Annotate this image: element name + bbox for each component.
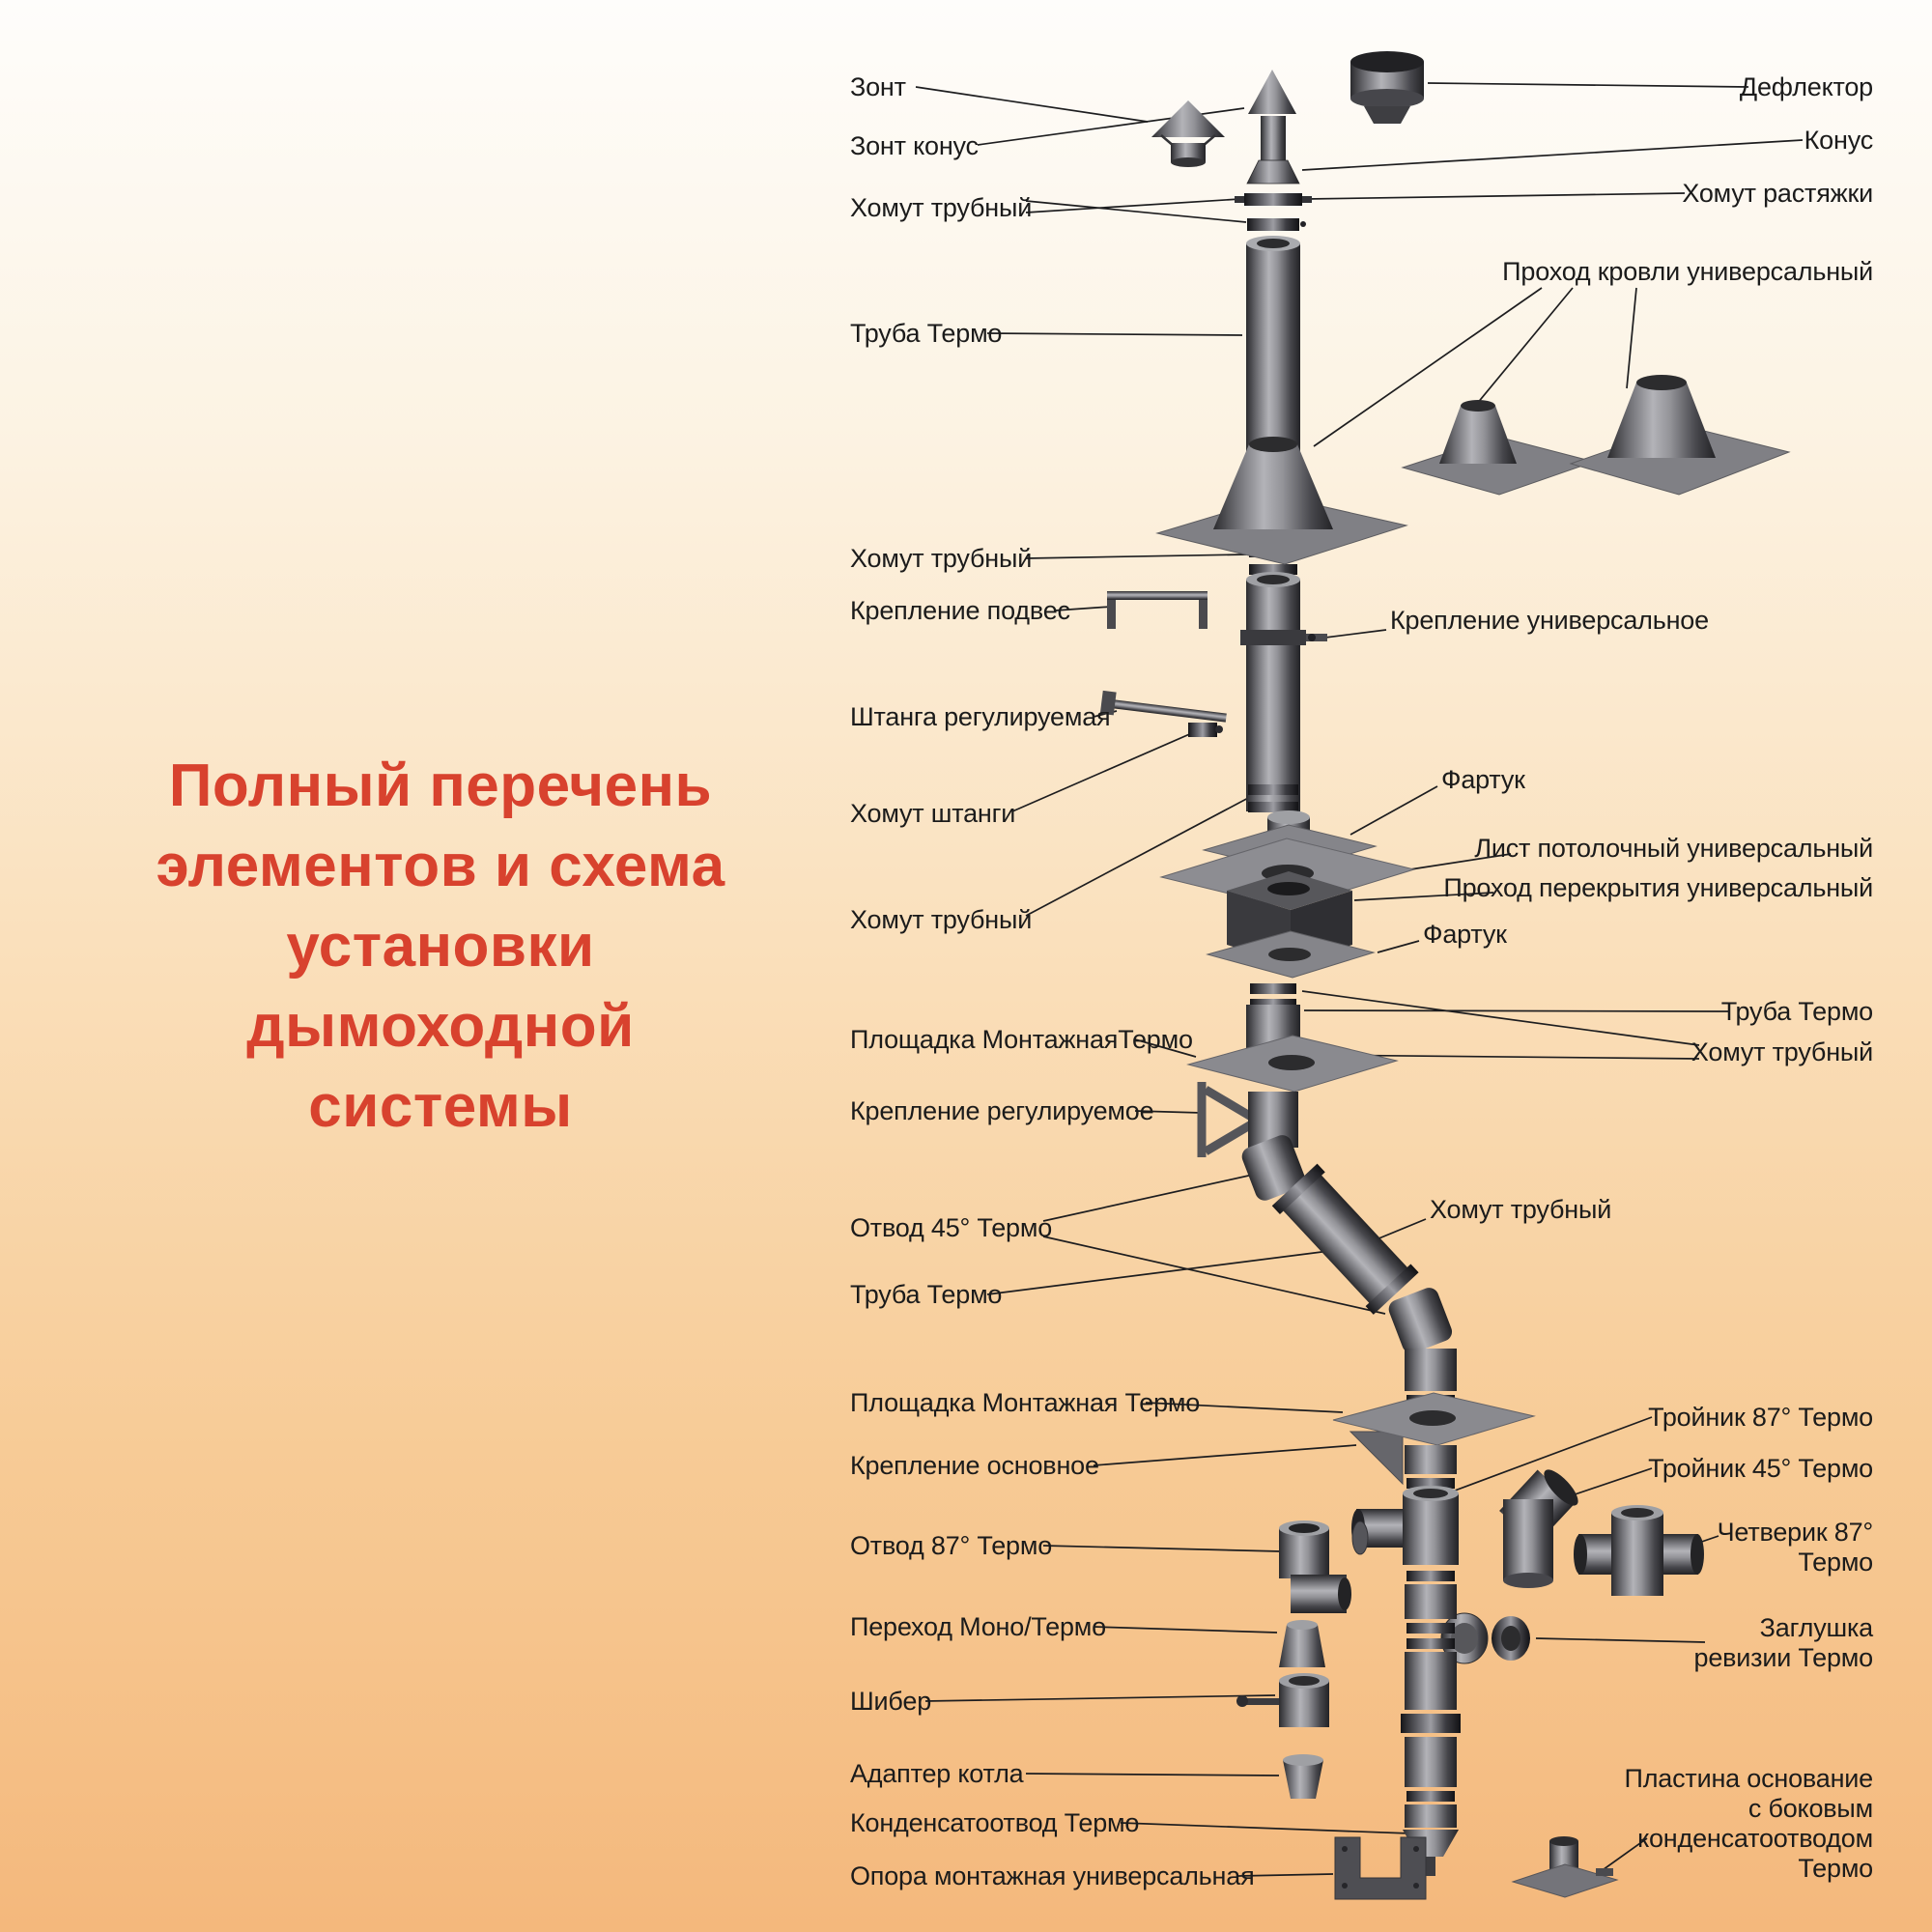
- elbow87-figure: [1279, 1520, 1351, 1613]
- umbrella-cone-figure: [1248, 70, 1296, 166]
- guy-clamp-figure: [1235, 193, 1312, 206]
- label-zaglushka-revizii: Заглушка ревизии Термо: [1693, 1613, 1874, 1672]
- label-khomut-trubny-4: Хомут трубный: [1690, 1037, 1873, 1066]
- mounting-platform-figure-2: [1332, 1392, 1536, 1446]
- label-kreplenie-universalnoe: Крепление универсальное: [1390, 606, 1709, 635]
- pipe-clamp-figure-4: [1250, 983, 1296, 1009]
- thermo-pipe-diagonal-figure: [1271, 1163, 1419, 1315]
- rod-clamp-figure: [1188, 723, 1223, 737]
- label-khomut-trubny-5: Хомут трубный: [1430, 1195, 1612, 1224]
- label-opora-montazhnaya: Опора монтажная универсальная: [850, 1861, 1255, 1890]
- title-line: Полный перечень: [168, 753, 713, 819]
- label-khomut-shtangi: Хомут штанги: [850, 799, 1016, 828]
- elbow45-top-figure: [1241, 1135, 1306, 1201]
- cone-figure: [1246, 159, 1300, 185]
- base-mount-figure: [1349, 1431, 1404, 1486]
- title-line: системы: [308, 1073, 573, 1140]
- label-otvod-45: Отвод 45° Термо: [850, 1213, 1053, 1242]
- label-truba-termo-1: Труба Термо: [850, 319, 1003, 348]
- label-list-potolochny: Лист потолочный универсальный: [1474, 834, 1873, 863]
- label-truba-termo-3: Труба Термо: [1720, 997, 1873, 1026]
- roof-passage-figure-3: [1569, 375, 1791, 496]
- label-ploshchadka-montazhnaya-1: Площадка МонтажнаяТермо: [850, 1025, 1193, 1054]
- label-plastina-osnovanie: Пластина основание с боковым конденсатоо…: [1624, 1764, 1874, 1883]
- pipe-clamp-figure-1: [1247, 218, 1306, 231]
- boiler-adapter-figure: [1283, 1754, 1323, 1799]
- tee45-figure: [1499, 1469, 1578, 1588]
- roof-passage-figure-2: [1401, 400, 1596, 496]
- connector-ring-figure: [1351, 1520, 1369, 1555]
- damper-figure: [1236, 1673, 1329, 1727]
- label-khomut-trubny-1: Хомут трубный: [850, 193, 1033, 222]
- base-plate-figure: [1511, 1836, 1619, 1898]
- label-khomut-rastyazhki: Хомут растяжки: [1682, 179, 1873, 208]
- label-konus: Конус: [1804, 126, 1874, 155]
- thermo-pipe-figure-5: [1405, 1445, 1457, 1489]
- label-deflektor: Дефлектор: [1739, 72, 1873, 101]
- label-truba-termo-2: Труба Термо: [850, 1280, 1003, 1309]
- adjustable-rod-figure: [1099, 690, 1227, 723]
- apron-figure-2: [1206, 930, 1376, 979]
- cross87-figure: [1574, 1505, 1704, 1596]
- label-khomut-trubny-3: Хомут трубный: [850, 905, 1033, 934]
- universal-mount-figure: [1240, 630, 1327, 645]
- title-line: установки: [286, 913, 595, 980]
- thermo-pipe-figure-2: [1246, 572, 1300, 811]
- label-adapter-kotla: Адаптер котла: [850, 1759, 1024, 1788]
- title-line: элементов и схема: [156, 833, 725, 899]
- label-fartuk-1: Фартук: [1441, 765, 1525, 794]
- label-khomut-trubny-2: Хомут трубный: [850, 544, 1033, 573]
- mounting-platform-figure-1: [1186, 1035, 1399, 1093]
- label-fartuk-2: Фартук: [1423, 920, 1507, 949]
- pipe-clamp-figure-3: [1248, 784, 1298, 812]
- label-kondensatootvod: Конденсатоотвод Термо: [850, 1808, 1140, 1837]
- label-zont: Зонт: [850, 72, 906, 101]
- label-zont-konus: Зонт конус: [850, 131, 979, 160]
- mono-thermo-adapter-figure: [1279, 1620, 1325, 1667]
- hanger-mount-figure: [1107, 591, 1208, 629]
- label-troinik-45: Тройник 45° Термо: [1648, 1454, 1873, 1483]
- title-line: дымоходной: [246, 993, 635, 1060]
- label-chetverik-87: Четверик 87° Термо: [1717, 1518, 1874, 1577]
- label-shiber: Шибер: [850, 1687, 932, 1716]
- label-prokhod-krovli: Проход кровли универсальный: [1502, 257, 1873, 286]
- label-shtanga-reguliruemaya: Штанга регулируемая: [850, 702, 1111, 731]
- label-perekhod-mono-termo: Переход Моно/Термо: [850, 1612, 1106, 1641]
- label-kreplenie-podves: Крепление подвес: [850, 596, 1070, 625]
- label-ploshchadka-montazhnaya-2: Площадка Монтажная Термо: [850, 1388, 1201, 1417]
- elbow45-bottom-figure: [1388, 1288, 1453, 1353]
- label-otvod-87: Отвод 87° Термо: [850, 1531, 1053, 1560]
- label-kreplenie-osnovnoe: Крепление основное: [850, 1451, 1099, 1480]
- label-troinik-87: Тройник 87° Термо: [1648, 1403, 1873, 1432]
- mounting-support-figure: [1334, 1836, 1427, 1900]
- thermo-pipe-figure-6: [1401, 1584, 1461, 1828]
- deflector-figure: [1350, 51, 1424, 124]
- label-prokhod-perekrytiya: Проход перекрытия универсальный: [1443, 873, 1873, 902]
- roof-passage-figure-1: [1155, 437, 1408, 565]
- page-title: Полный перечень элементов и схема устано…: [68, 746, 813, 1147]
- label-kreplenie-reguliruemoe: Крепление регулируемое: [850, 1096, 1154, 1125]
- leader-lines: [915, 82, 1804, 1877]
- umbrella-cap-figure: [1151, 100, 1225, 167]
